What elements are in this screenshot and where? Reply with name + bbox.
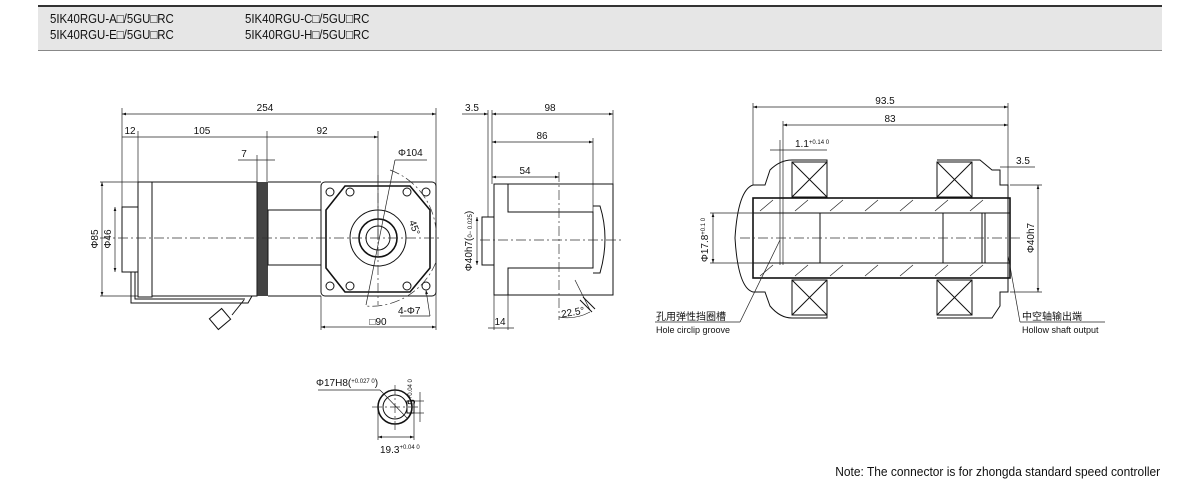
dim-14: 14 [494,317,506,328]
dim-phi104: Φ104 [398,148,423,159]
model-h: 5IK40RGU-H□/5GU□RC [245,27,370,42]
connector [208,307,232,331]
dim-93-5: 93.5 [875,96,895,107]
model-e: 5IK40RGU-E□/5GU□RC [50,27,174,42]
label-output-en: Hollow shaft output [1022,325,1099,335]
dim-phi40h7-shaft: Φ40h7 [1026,222,1037,253]
dim-phi85: Φ85 [90,229,101,249]
dim-phi17-8: Φ17.8+0.1 0 [700,217,711,262]
label-groove-en: Hole circlip groove [656,325,730,335]
dim-3-5-right: 3.5 [1016,156,1030,167]
dim-phi17h8: Φ17H8(+0.027 0) [316,378,378,389]
dim-105: 105 [194,126,211,137]
model-a: 5IK40RGU-A□/5GU□RC [50,11,174,26]
dim-3-5: 3.5 [465,103,479,114]
side-view: 3.5 98 86 54 Φ40h7(0− 0.025) 14 22.5° [462,103,624,330]
angle-22-5: 22.5° [560,306,585,321]
dim-83: 83 [884,114,896,125]
dim-254: 254 [257,103,274,114]
dim-phi40h7: Φ40h7(0− 0.025) [464,211,475,271]
model-c: 5IK40RGU-C□/5GU□RC [245,11,370,26]
dim-square-90: □90 [369,317,387,328]
front-view: 254 12 105 92 7 Φ104 45° Φ85 Φ46 [90,103,440,331]
dim-92: 92 [316,126,328,137]
bore-view: Φ17H8(+0.027 0) 5+0.04 0 19.3+0.04 0 [316,378,424,456]
dim-7: 7 [241,149,247,160]
dim-98: 98 [544,103,556,114]
dim-19-3: 19.3+0.04 0 [380,445,420,456]
label-output-cn: 中空轴输出端 [1022,310,1082,323]
footnote: Note: The connector is for zhongda stand… [835,464,1160,479]
dim-12: 12 [124,126,136,137]
dim-54: 54 [519,166,531,177]
bearings [791,161,973,316]
dim-86: 86 [536,131,548,142]
dim-1-1: 1.1+0.14 0 [795,139,830,150]
dim-phi46: Φ46 [103,229,114,249]
model-header: 5IK40RGU-A□/5GU□RC 5IK40RGU-C□/5GU□RC 5I… [38,5,1162,51]
mounting-holes: 4-Φ7 [398,306,421,317]
angle-45: 45° [406,219,422,237]
section-view: 93.5 83 1.1+0.14 0 3.5 Φ17.8+0.1 0 Φ40h7 [655,96,1105,335]
dim-key-5: 5+0.04 0 [407,378,418,404]
label-groove-cn: 孔用弹性挡圈槽 [656,310,726,323]
